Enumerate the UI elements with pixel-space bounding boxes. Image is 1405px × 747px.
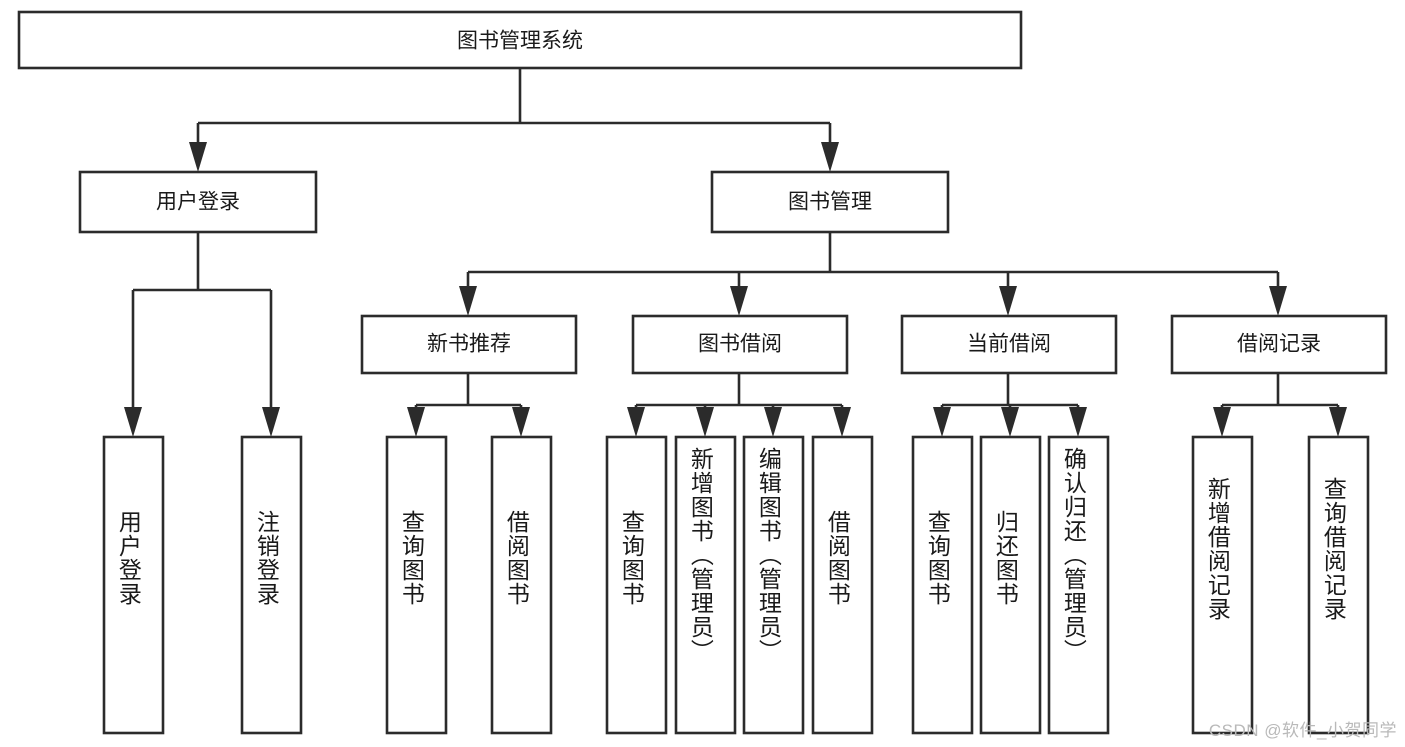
connector-group-current xyxy=(933,373,1087,437)
arrow-record-leaf-1 xyxy=(1213,407,1231,437)
leaf-box-book-borrow-3[interactable] xyxy=(742,435,805,735)
arrow-borrow-leaf-1 xyxy=(627,407,645,437)
node-user-login-box[interactable] xyxy=(78,170,318,234)
arrow-borrow-leaf-2 xyxy=(696,407,714,437)
leaf-box-current-borrow-1[interactable] xyxy=(911,435,974,735)
node-book-management[interactable]: 图书管理 xyxy=(710,170,950,234)
arrow-bookmgmt-child-2 xyxy=(730,286,748,316)
node-root-box[interactable] xyxy=(17,10,1023,70)
connector-group-root xyxy=(189,68,839,172)
node-user-login[interactable]: 用户登录 xyxy=(78,170,318,234)
node-current-borrow-box[interactable] xyxy=(900,314,1118,375)
arrow-current-leaf-2 xyxy=(1001,407,1019,437)
node-user-login-label: 用户登录 xyxy=(156,191,240,214)
leaf-box-new-book-2[interactable] xyxy=(490,435,553,735)
node-book-borrow[interactable]: 图书借阅 xyxy=(631,314,849,375)
connector-group-borrow xyxy=(627,373,851,437)
connector-group-record xyxy=(1213,373,1347,437)
arrow-bookmgmt-child-4 xyxy=(1269,286,1287,316)
node-borrow-record[interactable]: 借阅记录 xyxy=(1170,314,1388,375)
leaf-box-user-login-2[interactable] xyxy=(240,435,303,735)
node-root[interactable]: 图书管理系统 xyxy=(17,10,1023,70)
leaf-box-borrow-record-1[interactable] xyxy=(1191,435,1254,735)
connector-group-userlogin xyxy=(124,232,280,437)
node-new-book-recommend-label: 新书推荐 xyxy=(427,333,511,356)
leaf-box-user-login-1[interactable] xyxy=(102,435,165,735)
leaf-box-book-borrow-1[interactable] xyxy=(605,435,668,735)
connector-group-bookmgmt xyxy=(459,232,1287,316)
arrow-root-to-bookmgmt xyxy=(821,142,839,172)
arrow-userlogin-leaf-2 xyxy=(262,407,280,437)
arrow-userlogin-leaf-1 xyxy=(124,407,142,437)
arrow-bookmgmt-child-1 xyxy=(459,286,477,316)
node-borrow-record-box[interactable] xyxy=(1170,314,1388,375)
node-book-borrow-label: 图书借阅 xyxy=(698,333,782,356)
node-current-borrow[interactable]: 当前借阅 xyxy=(900,314,1118,375)
node-book-management-box[interactable] xyxy=(710,170,950,234)
node-current-borrow-label: 当前借阅 xyxy=(967,333,1051,356)
leaf-box-book-borrow-2[interactable] xyxy=(674,435,737,735)
arrow-record-leaf-2 xyxy=(1329,407,1347,437)
arrow-current-leaf-1 xyxy=(933,407,951,437)
arrow-root-to-userlogin xyxy=(189,142,207,172)
node-root-label: 图书管理系统 xyxy=(457,30,583,53)
leaf-box-current-borrow-3[interactable] xyxy=(1047,435,1110,735)
leaf-box-book-borrow-4[interactable] xyxy=(811,435,874,735)
arrow-borrow-leaf-4 xyxy=(833,407,851,437)
node-new-book-recommend[interactable]: 新书推荐 xyxy=(360,314,578,375)
arrow-bookmgmt-child-3 xyxy=(999,286,1017,316)
arrow-newbook-leaf-1 xyxy=(407,407,425,437)
arrow-borrow-leaf-3 xyxy=(764,407,782,437)
leaf-box-new-book-1[interactable] xyxy=(385,435,448,735)
node-borrow-record-label: 借阅记录 xyxy=(1237,333,1321,356)
connector-group-newbook xyxy=(407,373,530,437)
arrow-current-leaf-3 xyxy=(1069,407,1087,437)
leaf-box-borrow-record-2[interactable] xyxy=(1307,435,1370,735)
leaf-box-current-borrow-2[interactable] xyxy=(979,435,1042,735)
node-new-book-recommend-box[interactable] xyxy=(360,314,578,375)
arrow-newbook-leaf-2 xyxy=(512,407,530,437)
node-book-borrow-box[interactable] xyxy=(631,314,849,375)
node-book-management-label: 图书管理 xyxy=(788,191,872,214)
